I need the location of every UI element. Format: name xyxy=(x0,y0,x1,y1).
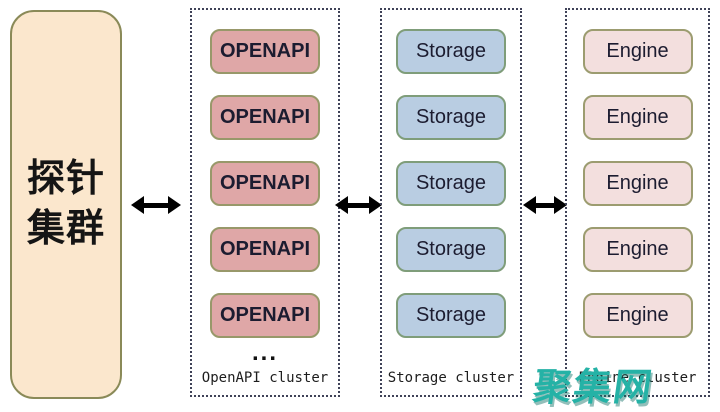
storage-node: Storage xyxy=(396,95,506,140)
engine-node: Engine xyxy=(582,161,693,206)
arrow-right-head-icon xyxy=(369,196,382,214)
arrow-right-head-icon xyxy=(554,196,567,214)
arrow-shaft xyxy=(348,202,369,208)
engine-node: Engine xyxy=(582,227,693,272)
engine-cluster-caption: Engine cluster xyxy=(578,370,697,386)
engine-node-list: Engine Engine Engine Engine Engine xyxy=(567,10,708,338)
arrow-left-head-icon xyxy=(335,196,348,214)
arrow-shaft xyxy=(144,202,168,208)
bidirectional-arrow-openapi-storage xyxy=(335,195,382,215)
engine-node: Engine xyxy=(582,293,693,338)
probe-cluster-label-line2: 集群 xyxy=(26,207,105,250)
storage-node: Storage xyxy=(396,29,506,74)
arrow-right-head-icon xyxy=(168,196,181,214)
site-watermark: 聚集网 xyxy=(530,367,657,409)
storage-node: Storage xyxy=(396,161,506,206)
storage-cluster-caption: Storage cluster xyxy=(387,370,515,386)
storage-node: Storage xyxy=(396,293,506,338)
storage-node-list: Storage Storage Storage Storage Storage xyxy=(382,10,520,338)
engine-node: Engine xyxy=(582,95,693,140)
arrow-left-head-icon xyxy=(523,196,536,214)
engine-cluster: Engine Engine Engine Engine Engine Engin… xyxy=(565,8,710,397)
probe-cluster-label-line1: 探针 xyxy=(26,158,105,201)
openapi-node: OPENAPI xyxy=(210,95,320,140)
engine-node: Engine xyxy=(582,29,693,74)
storage-node: Storage xyxy=(396,227,506,272)
arrow-left-head-icon xyxy=(131,196,144,214)
openapi-cluster: OPENAPI OPENAPI OPENAPI OPENAPI OPENAPI … xyxy=(190,8,340,397)
bidirectional-arrow-storage-engine xyxy=(523,195,567,215)
openapi-node: OPENAPI xyxy=(210,29,320,74)
openapi-node: OPENAPI xyxy=(210,293,320,338)
openapi-node: OPENAPI xyxy=(210,161,320,206)
openapi-node: OPENAPI xyxy=(210,227,320,272)
openapi-cluster-caption: OpenAPI cluster xyxy=(201,370,329,386)
bidirectional-arrow-probe-openapi xyxy=(131,195,181,215)
arrow-shaft xyxy=(536,202,554,208)
storage-cluster: Storage Storage Storage Storage Storage … xyxy=(380,8,522,397)
openapi-node-list: OPENAPI OPENAPI OPENAPI OPENAPI OPENAPI xyxy=(192,10,338,338)
probe-cluster-box: 探针 集群 xyxy=(10,10,122,399)
openapi-ellipsis: ... xyxy=(251,339,278,366)
